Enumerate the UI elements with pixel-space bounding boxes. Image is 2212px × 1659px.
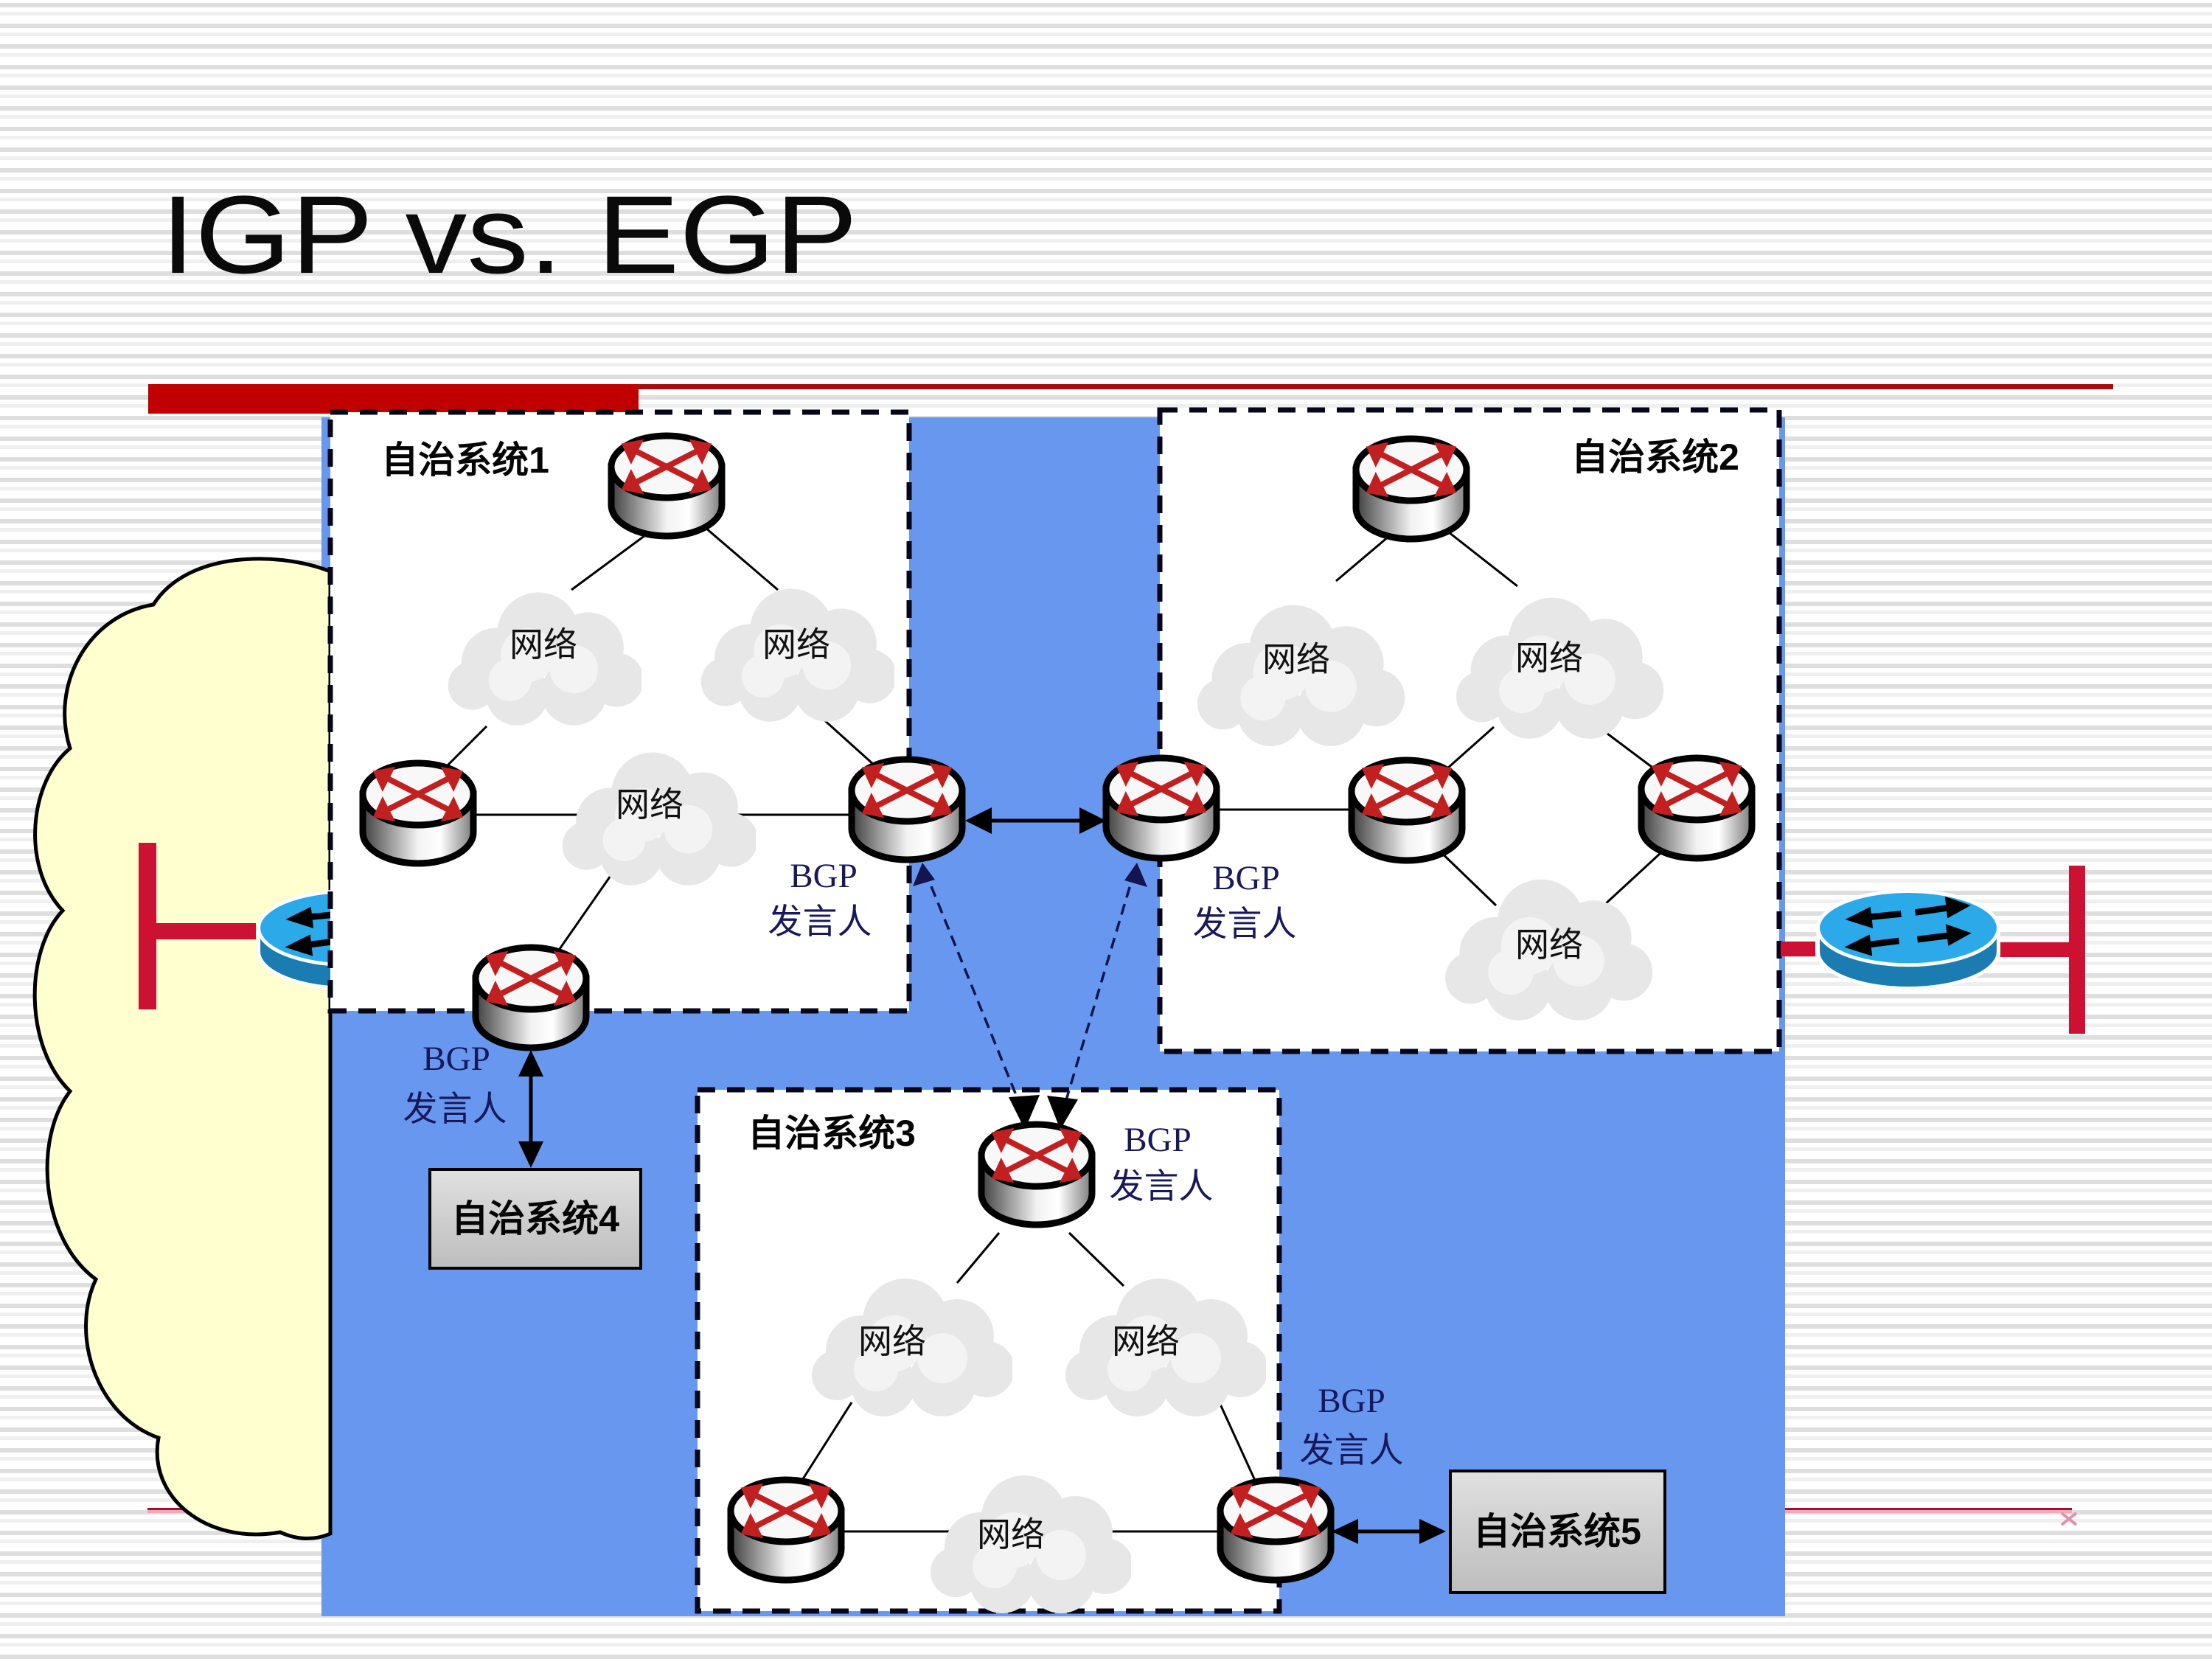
page-title: IGP vs. EGP: [161, 173, 858, 296]
as3-bgp-speaker-router-right: [1220, 1480, 1331, 1580]
network-cloud-label: 网络: [1262, 640, 1330, 678]
right-link-outer: [2000, 942, 2074, 957]
network-cloud-label: 网络: [977, 1515, 1045, 1554]
network-cloud-label: 网络: [616, 785, 684, 824]
network-cloud-label: 网络: [1515, 639, 1583, 677]
bgp-speaker-label: 发言人: [1193, 905, 1297, 944]
as2-router-top: [1356, 439, 1467, 539]
as1-bgp-speaker-router: [852, 759, 962, 860]
as5-box: [1449, 1470, 1666, 1594]
as1-label: 自治系统1: [381, 439, 549, 481]
bgp-speaker-label: 发言人: [403, 1091, 507, 1129]
as2-bgp-speaker-router: [1106, 758, 1217, 858]
title-accent-bar: [148, 384, 639, 414]
ebgp-arrow-as3-as5: [1332, 1519, 1446, 1544]
bgp-speaker-label: 发言人: [768, 903, 872, 942]
as2-label: 自治系统2: [1571, 437, 1739, 478]
bottom-rule-end-mark: [2060, 1512, 2078, 1526]
right-terminal-bar: [2069, 866, 2085, 1034]
ebgp-arrow-as1-as4: [518, 1050, 543, 1168]
bgp-speaker-label: BGP: [790, 857, 857, 895]
internet-cloud: [32, 557, 333, 1540]
as5-label: 自治系统5: [1473, 1511, 1641, 1552]
as4-box: [428, 1168, 642, 1270]
right-link-inner: [1781, 942, 1815, 956]
edge-router-right-icon: [1818, 891, 1999, 989]
as2-router-right: [1641, 758, 1752, 858]
as1-bgp-speaker-router-bottom: [476, 947, 586, 1048]
as4-label: 自治系统4: [451, 1198, 619, 1239]
bgp-speaker-label: BGP: [1124, 1121, 1191, 1159]
network-cloud-label: 网络: [858, 1322, 926, 1360]
network-cloud-label: 网络: [1112, 1322, 1180, 1360]
bgp-speaker-labels: BGP 发言人 BGP 发言人 BGP 发言人 BGP 发言人 BGP 发言人: [403, 857, 1404, 1470]
left-terminal-link: [151, 923, 256, 939]
bgp-speaker-label: BGP: [1212, 859, 1279, 897]
ebgp-arrow-as1-as2: [965, 807, 1106, 834]
network-cloud-label: 网络: [762, 625, 830, 664]
as3-bgp-speaker-router: [981, 1124, 1092, 1225]
ebgp-arrow-as2-as3: [1047, 863, 1147, 1130]
as3-label: 自治系统3: [748, 1113, 916, 1154]
network-cloud-label: 网络: [509, 625, 577, 664]
ebgp-arrow-as1-as3: [913, 863, 1040, 1130]
bgp-speaker-label: 发言人: [1110, 1168, 1214, 1206]
as1-router-left: [363, 763, 473, 863]
bgp-speaker-label: 发言人: [1300, 1432, 1404, 1470]
as1-router-top: [611, 436, 722, 536]
bgp-speaker-label: BGP: [422, 1040, 490, 1078]
network-cloud-label: 网络: [1515, 925, 1583, 964]
as3-router-bottom-left: [731, 1480, 841, 1580]
as2-router-mid: [1352, 760, 1462, 860]
bgp-speaker-label: BGP: [1318, 1382, 1385, 1420]
title-rule-thin: [639, 384, 2113, 389]
